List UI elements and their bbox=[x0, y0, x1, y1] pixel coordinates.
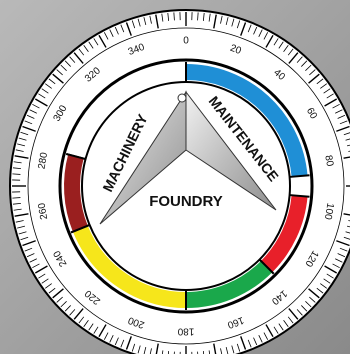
minor-tick bbox=[12, 198, 20, 199]
darkred-segment bbox=[72, 156, 80, 228]
pivot-pin bbox=[178, 94, 186, 102]
foundry-label: FOUNDRY bbox=[149, 193, 223, 210]
degree-label: 180 bbox=[177, 325, 194, 336]
minor-tick bbox=[198, 12, 199, 20]
dial: 0204060801001201401601802002202402602803… bbox=[10, 10, 350, 354]
degree-label: 0 bbox=[183, 36, 189, 47]
minor-tick bbox=[174, 12, 175, 20]
minor-tick bbox=[12, 174, 20, 175]
